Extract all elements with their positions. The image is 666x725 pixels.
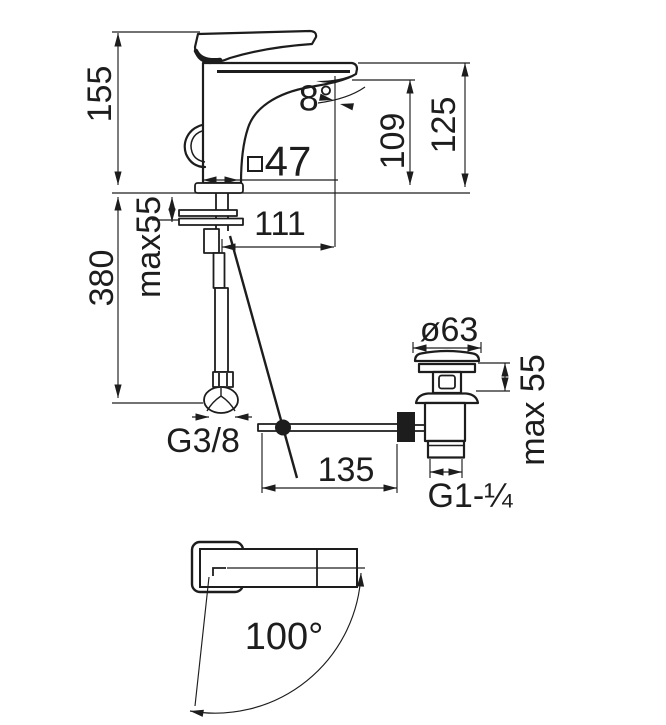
dim-100deg-label: 100° [245, 616, 324, 658]
dim-drain-max55: max 55 [476, 354, 552, 466]
dim-max55-drain-label: max 55 [514, 354, 552, 466]
popup-hook-outer [183, 123, 207, 169]
dim-135-label: 135 [318, 451, 375, 489]
swivel-center-mark [212, 567, 226, 576]
square-symbol-icon [247, 156, 263, 172]
swivel-ray [194, 576, 210, 707]
dim-height-125: 125 [358, 62, 470, 187]
hose-ball-connector [203, 386, 239, 414]
dim-deck-max55: max55 [130, 196, 179, 298]
dim-height-155: 155 [81, 31, 200, 185]
dim-380-label: 380 [83, 250, 121, 307]
shank-tube [212, 252, 226, 289]
dim-111-label: 111 [254, 205, 306, 243]
mount-washer [178, 209, 238, 217]
spout-top-view: 100° [189, 540, 365, 717]
faucet-body-outline [201, 61, 359, 185]
dim-rod-135: 135 [261, 433, 398, 493]
popup-hook-inner [190, 130, 206, 163]
dim-plug-dia-63: ø63 [412, 311, 482, 353]
plug-cap [413, 349, 481, 363]
drain-tailpiece [426, 439, 466, 459]
dim-aerator-109: 109 [352, 79, 415, 185]
hex-nut-facets [218, 373, 228, 386]
mount-nut [178, 217, 244, 226]
dim-reach-111: 111 [221, 205, 334, 253]
pivot-ball [275, 419, 291, 436]
lever-handle-outline [193, 29, 318, 65]
dim-max55-label: max55 [130, 196, 168, 298]
dim-47-label: 47 [265, 138, 312, 185]
plug-flange [417, 362, 477, 374]
flexible-hose [214, 287, 229, 373]
drain-slot [438, 374, 456, 390]
faucet-side-view [112, 29, 470, 194]
dim-g38-label: G3/8 [166, 422, 240, 460]
hose-hex-nut [212, 371, 234, 388]
mount-stud-block [203, 228, 220, 254]
ball-connector-seams [206, 388, 236, 412]
drain-body [423, 401, 467, 443]
dim-thread-g114: G1-¼ [427, 459, 513, 515]
dim-thread-g38: G3/8 [166, 413, 252, 460]
dim-o63-label: ø63 [420, 311, 479, 349]
dim-g114-label: G1-¼ [427, 477, 513, 515]
swivel-arc [189, 572, 362, 714]
aerator-icon [316, 73, 356, 83]
dim-angle-8: 8° [299, 76, 366, 247]
dim-125-label: 125 [425, 97, 463, 154]
drain-assembly [397, 349, 481, 459]
popup-pull-rod [228, 235, 299, 479]
drain-seat-flange [414, 392, 480, 405]
dim-109-label: 109 [374, 113, 412, 170]
rod-clamp-knob [397, 412, 415, 442]
dimension-annotations: 155 380 max55 47 [81, 31, 552, 515]
handle-underside-shadow [193, 48, 223, 63]
dim-length-380: 380 [83, 197, 203, 404]
dim-8deg-label: 8° [299, 78, 333, 119]
base-plate [194, 182, 244, 194]
dim-body-47: 47 [203, 138, 338, 185]
dim-155-label: 155 [81, 66, 119, 123]
rod-connector [415, 424, 425, 432]
